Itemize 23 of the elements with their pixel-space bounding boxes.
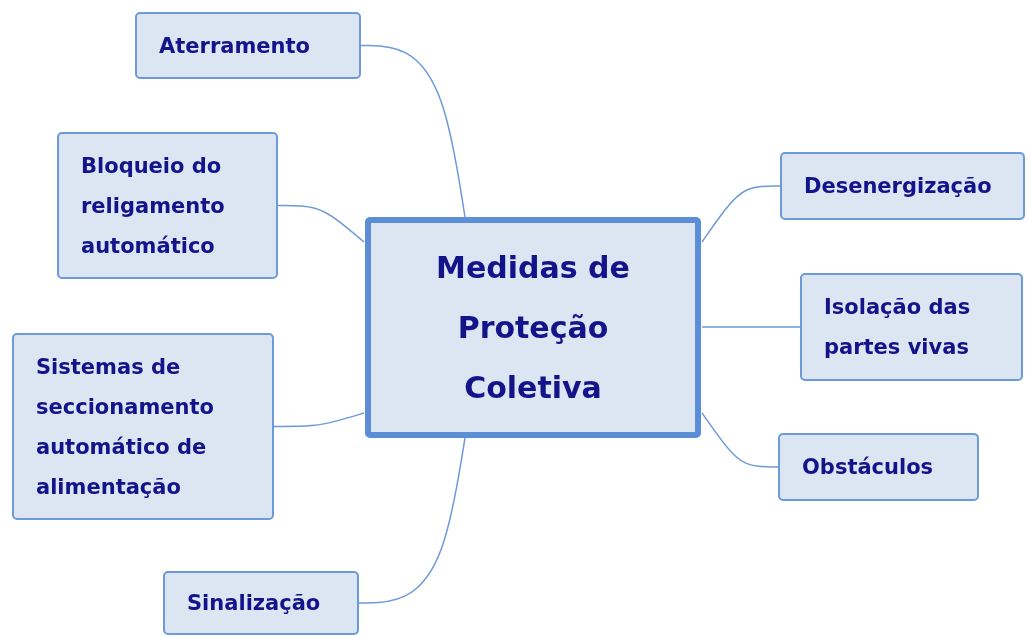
connector-line (701, 412, 779, 468)
connector-line (277, 204, 365, 243)
topic-box (57, 132, 278, 279)
topic-box (800, 273, 1023, 381)
central-topic-box (365, 217, 701, 438)
topic-text: Bloqueio do religamento automático (81, 152, 226, 260)
topic-text: Sinalização (187, 590, 321, 617)
topic-text: Isolação das partes vivas (824, 294, 972, 361)
topic-text: Obstáculos (802, 454, 934, 481)
connector-line (701, 326, 801, 328)
topic-text: Aterramento (159, 32, 310, 60)
topic-text: Medidas de Proteção Coletiva (435, 248, 631, 407)
topic-box (163, 571, 359, 635)
topic-text: Desenergização (804, 173, 992, 200)
topic-box (780, 152, 1025, 220)
topic-text: Sistemas de seccionamento automático de alimentação (36, 353, 215, 501)
connector-line (701, 185, 781, 243)
connector-line (358, 437, 466, 604)
topic-box (12, 333, 274, 520)
topic-box (778, 433, 979, 501)
topic-box (135, 12, 361, 79)
connector-line (273, 412, 365, 428)
connector-line (360, 44, 466, 218)
